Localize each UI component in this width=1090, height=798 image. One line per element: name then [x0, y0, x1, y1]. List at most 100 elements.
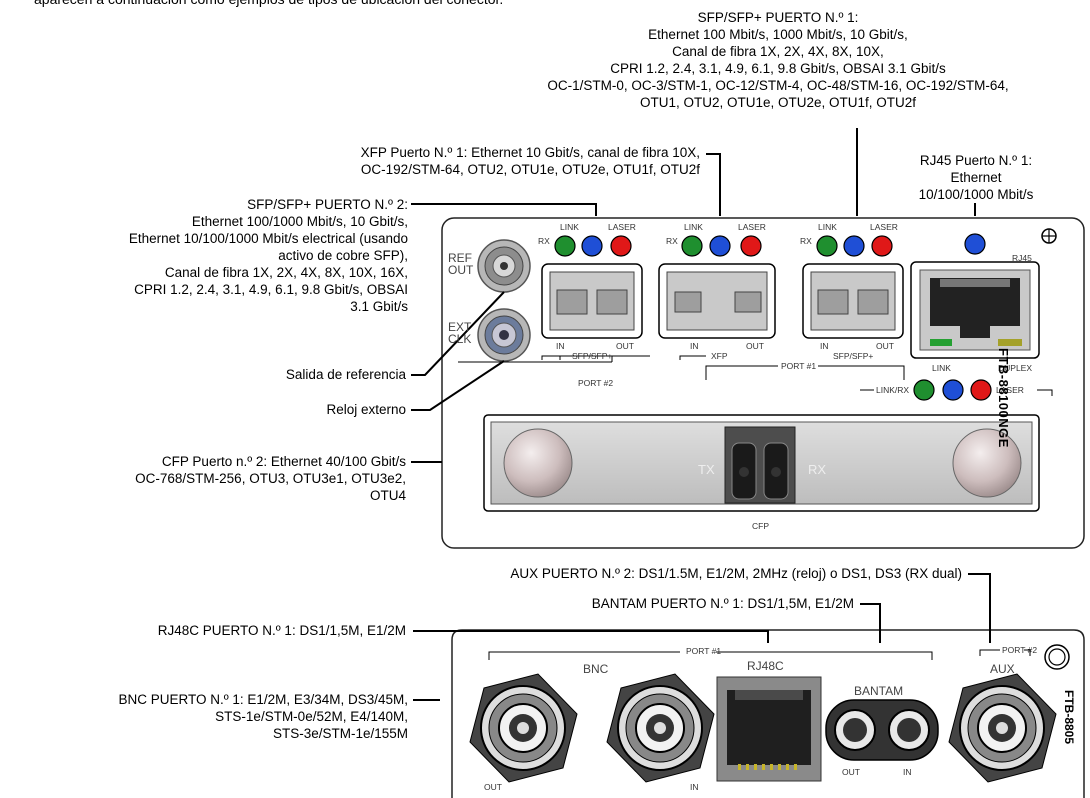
sfp2-cage [541, 263, 643, 339]
bantam-panel-label: BANTAM [854, 684, 904, 698]
cfp-rx-label: RX [808, 462, 827, 477]
rj48c-jack [716, 676, 822, 782]
sfp1-leds [816, 235, 893, 257]
rj48c-panel-label: RJ48C [747, 659, 784, 673]
xfp-leds [681, 235, 762, 257]
sfp2-line-4: activo de cobre SFP), [278, 248, 408, 263]
bantam-jack [825, 699, 939, 761]
ext-label: EXT [448, 320, 472, 334]
rj48c-callout: RJ48C PUERTO N.º 1: DS1/1,5M, E1/2M [157, 623, 406, 638]
sfp2-type-label: SFP/SFP+ [572, 351, 613, 361]
sfp2-rx-label: RX [538, 236, 550, 246]
rj45-line-3: 10/100/1000 Mbit/s [918, 187, 1034, 202]
bnc-out-label: OUT [484, 782, 502, 792]
cfp-slot [483, 414, 1040, 512]
bantam-in-label: IN [903, 767, 912, 777]
cfp-callout: CFP Puerto n.º 2: Ethernet 40/100 Gbit/s… [40, 453, 406, 504]
bnc-callout: BNC PUERTO N.º 1: E1/2M, E3/34M, DS3/45M… [20, 691, 408, 742]
sfp1-callout: SFP/SFP+ PUERTO N.º 1: Ethernet 100 Mbit… [493, 9, 1063, 111]
xfp-laser-label: LASER [738, 222, 766, 232]
xfp-line-2: OC-192/STM-64, OTU2, OTU1e, OTU2e, OTU1f… [360, 162, 700, 177]
bnc-panel-label: BNC [583, 662, 609, 676]
sfp2-laser-label: LASER [608, 222, 636, 232]
cfp-panel-label: CFP [752, 521, 769, 531]
sfp1-line-5: OC-1/STM-0, OC-3/STM-1, OC-12/STM-4, OC-… [547, 78, 1009, 93]
out-label: OUT [448, 263, 474, 277]
sfp2-link-label: LINK [560, 222, 579, 232]
xfp-callout: XFP Puerto N.º 1: Ethernet 10 Gbit/s, ca… [200, 144, 700, 178]
intro-text: aparecen a continuación como ejemplos de… [34, 0, 503, 8]
bnc-line-1: BNC PUERTO N.º 1: E1/2M, E3/34M, DS3/45M… [118, 692, 408, 707]
sfp1-line-6: OTU1, OTU2, OTU1e, OTU2e, OTU1f, OTU2f [639, 95, 917, 110]
cfp-line-2: OC-768/STM-256, OTU3, OTU3e1, OTU3e2, [135, 471, 406, 486]
sfp1-rx-label: RX [800, 236, 812, 246]
bnc-out-connector [469, 673, 578, 783]
port1-label: PORT #1 [781, 361, 817, 371]
top-module-model: FTB-88100NGE [996, 348, 1011, 448]
ref-out-callout: Salida de referencia [285, 367, 406, 382]
sfp1-cage [802, 263, 904, 339]
xfp-out-label: OUT [746, 341, 764, 351]
xfp-type-label: XFP [711, 351, 728, 361]
rj45-duplex-label: DUPLEX [998, 363, 1033, 373]
rj45-callout: RJ45 Puerto N.º 1: Ethernet 10/100/1000 … [886, 152, 1066, 203]
ref-out-label: REF OUT [448, 252, 473, 276]
rj45-link-label: LINK [932, 363, 951, 373]
link-rx-leds [860, 379, 1053, 401]
xfp-cage [658, 263, 776, 339]
rj45-line-1: RJ45 Puerto N.º 1: [919, 153, 1033, 168]
ref-label: REF [448, 251, 472, 265]
sfp1-link-label: LINK [818, 222, 837, 232]
sfp2-in-label: IN [556, 341, 565, 351]
sfp1-line-1: SFP/SFP+ PUERTO N.º 1: [697, 10, 859, 25]
sfp2-line-6: CPRI 1.2, 2.4, 3.1, 4.9, 6.1, 9.8 Gbit/s… [134, 282, 408, 297]
callout-leaders [411, 128, 991, 701]
xfp-rx-label: RX [666, 236, 678, 246]
sfp1-type-label: SFP/SFP+ [833, 351, 874, 361]
sfp2-line-2: Ethernet 100/1000 Mbit/s, 10 Gbit/s, [191, 214, 408, 229]
aux-connector [948, 673, 1057, 783]
bnc-in-label: IN [690, 782, 699, 792]
rj45-panel-label: RJ45 [1012, 253, 1032, 263]
xfp-line-1: XFP Puerto N.º 1: Ethernet 10 Gbit/s, ca… [360, 145, 700, 160]
sfp1-line-4: CPRI 1.2, 2.4, 3.1, 4.9, 6.1, 9.8 Gbit/s… [610, 61, 946, 76]
sfp1-laser-label: LASER [870, 222, 898, 232]
sfp1-out-label: OUT [876, 341, 894, 351]
sfp2-line-7: 3.1 Gbit/s [350, 299, 408, 314]
sfp1-line-2: Ethernet 100 Mbit/s, 1000 Mbit/s, 10 Gbi… [648, 27, 908, 42]
cfp-line-3: OTU4 [369, 488, 406, 503]
rj45-led [964, 233, 986, 255]
laser-label: LASER [996, 385, 1024, 395]
aux-callout: AUX PUERTO N.º 2: DS1/1.5M, E1/2M, 2MHz … [510, 566, 962, 581]
cfp-tx-label: TX [698, 462, 715, 477]
sfp1-in-label: IN [820, 341, 829, 351]
rj45-jack [910, 261, 1040, 359]
sfp2-line-1: SFP/SFP+ PUERTO N.º 2: [247, 197, 408, 212]
bantam-out-label: OUT [842, 767, 860, 777]
sfp1-line-3: Canal de fibra 1X, 2X, 4X, 8X, 10X, [672, 44, 884, 59]
ext-clk-label: EXT CLK [448, 321, 471, 345]
bnc-line-2: STS-1e/STM-0e/52M, E4/140M, [215, 709, 408, 724]
ext-clk-connector [477, 308, 531, 362]
bottom-module-model: FTB-8805 [1062, 690, 1076, 745]
sfp2-callout: SFP/SFP+ PUERTO N.º 2: Ethernet 100/1000… [20, 196, 408, 315]
xfp-in-label: IN [690, 341, 699, 351]
rj45-line-2: Ethernet [950, 170, 1002, 185]
xfp-link-label: LINK [684, 222, 703, 232]
cfp-line-1: CFP Puerto n.º 2: Ethernet 40/100 Gbit/s [161, 454, 406, 469]
ext-clk-callout: Reloj externo [326, 402, 406, 417]
port2-label: PORT #2 [578, 378, 614, 388]
aux-panel-label: AUX [990, 662, 1015, 676]
sfp2-leds [554, 235, 632, 257]
bottom-port1-label: PORT #1 [686, 646, 722, 656]
bnc-in-connector [606, 673, 715, 783]
bnc-line-3: STS-3e/STM-1e/155M [272, 726, 408, 741]
clk-label: CLK [448, 332, 472, 346]
bantam-callout: BANTAM PUERTO N.º 1: DS1/1,5M, E1/2M [591, 596, 854, 611]
port-bracket-lines [458, 355, 905, 380]
ref-out-connector [477, 239, 531, 293]
sfp2-line-5: Canal de fibra 1X, 2X, 4X, 8X, 10X, 16X, [164, 265, 408, 280]
sfp2-line-3: Ethernet 10/100/1000 Mbit/s electrical (… [128, 231, 408, 246]
link-rx-label: LINK/RX [876, 385, 910, 395]
